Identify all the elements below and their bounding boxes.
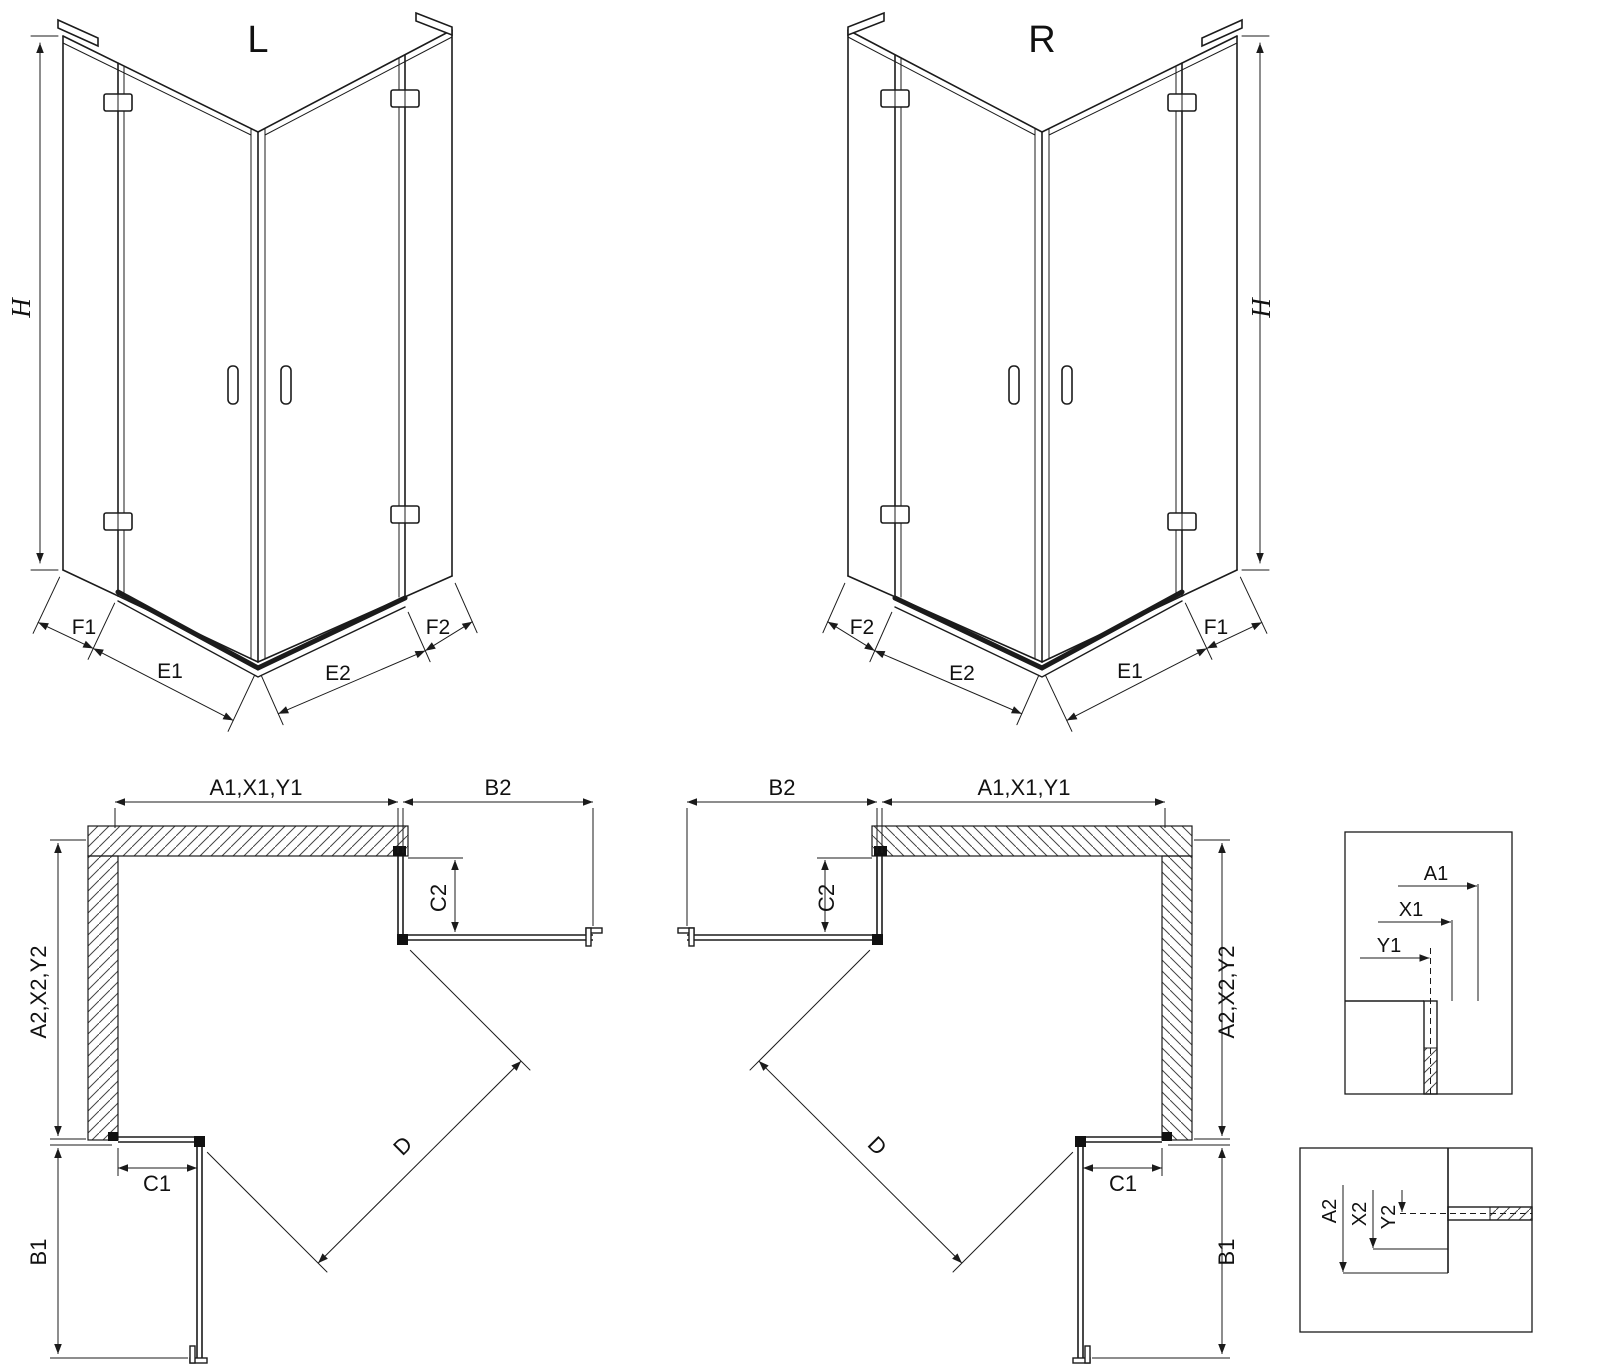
dim-label-e2-left: E2 [325,662,351,685]
dim-label-h-left: H [6,297,36,319]
plan-right-dim-top: A1,X1,Y1 [978,775,1071,800]
dim-label-f2-left: F2 [426,616,451,639]
dim-label-f1-left: F1 [72,616,97,639]
plan-right-dim-b2: B2 [769,775,796,800]
iso-right-title: R [1028,19,1055,61]
plan-left-dim-c2: C2 [426,884,451,912]
plan-view-right [678,802,1230,1363]
plan-right-dim-d: D [863,1131,892,1160]
plan-right-dim-c1: C1 [1109,1171,1137,1196]
detail-top-dim-x1: X1 [1399,899,1423,921]
plan-left-dim-top: A1,X1,Y1 [210,775,303,800]
detail-view-top [1344,831,1513,1095]
dim-label-e1-right: E1 [1117,660,1143,683]
plan-right-dim-c2: C2 [814,884,839,912]
plan-left-dim-c1: C1 [143,1171,171,1196]
iso-view-right [823,13,1269,731]
plan-left-dim-d: D [388,1131,417,1160]
labels-layer: L H F1 E1 E2 F2 R H F2 E2 E1 F1 A1,X1,Y1… [6,19,1448,1265]
detail-bottom-dim-x2: X2 [1349,1202,1371,1226]
detail-bottom-dim-y2: Y2 [1378,1205,1400,1229]
plan-left-dim-b2: B2 [485,775,512,800]
dim-label-f2-right: F2 [850,616,875,639]
dim-label-e2-right: E2 [949,662,975,685]
detail-bottom-dim-a2: A2 [1319,1199,1341,1223]
plan-left-dim-b1: B1 [26,1239,51,1266]
plan-view-left [50,802,602,1363]
plan-left-dim-side: A2,X2,Y2 [26,946,51,1039]
dim-label-f1-right: F1 [1204,616,1229,639]
detail-top-dim-y1: Y1 [1377,935,1401,957]
dim-label-h-right: H [1246,297,1276,319]
plan-right-dim-side: A2,X2,Y2 [1214,946,1239,1039]
iso-view-left [31,13,477,731]
dim-label-e1-left: E1 [157,660,183,683]
detail-top-dim-a1: A1 [1424,863,1448,885]
iso-left-title: L [247,19,268,61]
detail-view-bottom [1299,1147,1533,1333]
plan-right-dim-b1: B1 [1214,1239,1239,1266]
